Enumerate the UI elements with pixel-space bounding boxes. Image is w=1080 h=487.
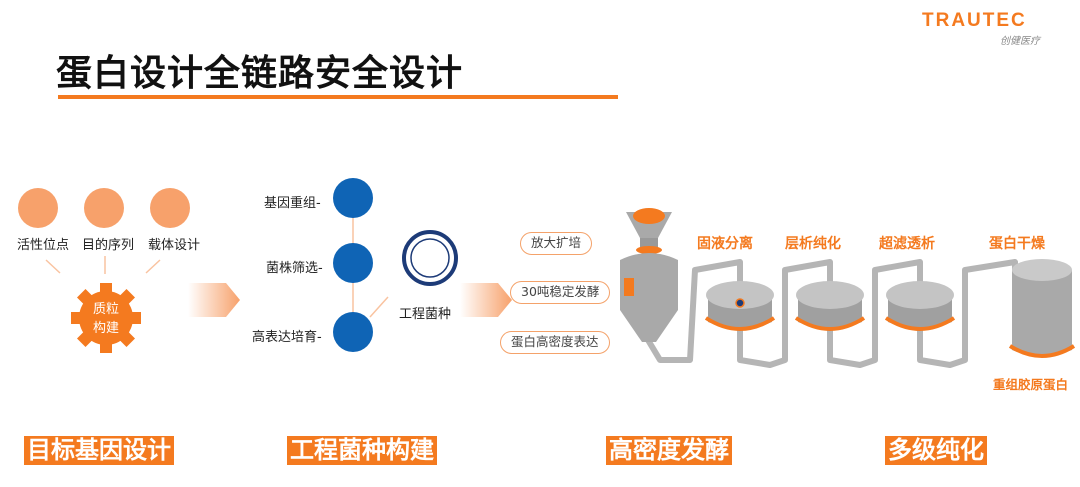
gene-item: 目的序列 [82,238,135,253]
logo: TRAUTEC [922,10,1027,31]
gene-item: 活性位点 [17,238,70,253]
stage-label: 目标基因设计 [24,436,174,465]
tank [704,281,776,331]
logo-subtitle: 创健医疗 [1000,36,1040,47]
engineered-strain-label: 工程菌种 [399,307,452,322]
stage-label: 多级纯化 [885,436,987,465]
title-underline [58,95,618,99]
tank [794,281,866,331]
fermentation-label: 30吨稳定发酵 [510,281,611,304]
strain-item: 基因重组- [264,196,321,211]
process-step: 超滤透析 [879,236,935,252]
petri-dish-icon [402,230,458,286]
plasmid-label: 构建 [92,321,119,336]
stage-label: 工程菌种构建 [287,436,437,465]
gene-connectors [45,256,161,353]
plasmid-label: 质粒 [92,302,119,317]
strain-item: 菌株筛选- [266,261,323,276]
strain-item: 高表达培育- [252,330,322,345]
fermentation-label: 蛋白高密度表达 [500,331,610,354]
process-step: 固液分离 [697,236,753,252]
vector-icon [150,188,190,228]
dna-icon [333,178,373,218]
sequence-icon [84,188,124,228]
active-site-icon [18,188,58,228]
screening-icon [333,243,373,283]
process-step: 蛋白干燥 [989,236,1045,252]
arrow-icon [460,283,512,317]
page-title: 蛋白设计全链路安全设计 [56,53,464,94]
fermentation-label: 放大扩培 [520,232,593,255]
product-label: 重组胶原蛋白 [993,377,1069,392]
process-equipment [620,208,1076,368]
gear-icon [71,283,141,353]
stage-label: 高密度发酵 [606,436,732,465]
strain-diagram [333,178,458,352]
arrow-icon [188,283,240,317]
gene-item: 载体设计 [148,238,201,253]
tank [884,281,956,331]
dryer [1008,259,1076,358]
culture-icon [333,312,373,352]
process-step: 层析纯化 [785,236,841,252]
